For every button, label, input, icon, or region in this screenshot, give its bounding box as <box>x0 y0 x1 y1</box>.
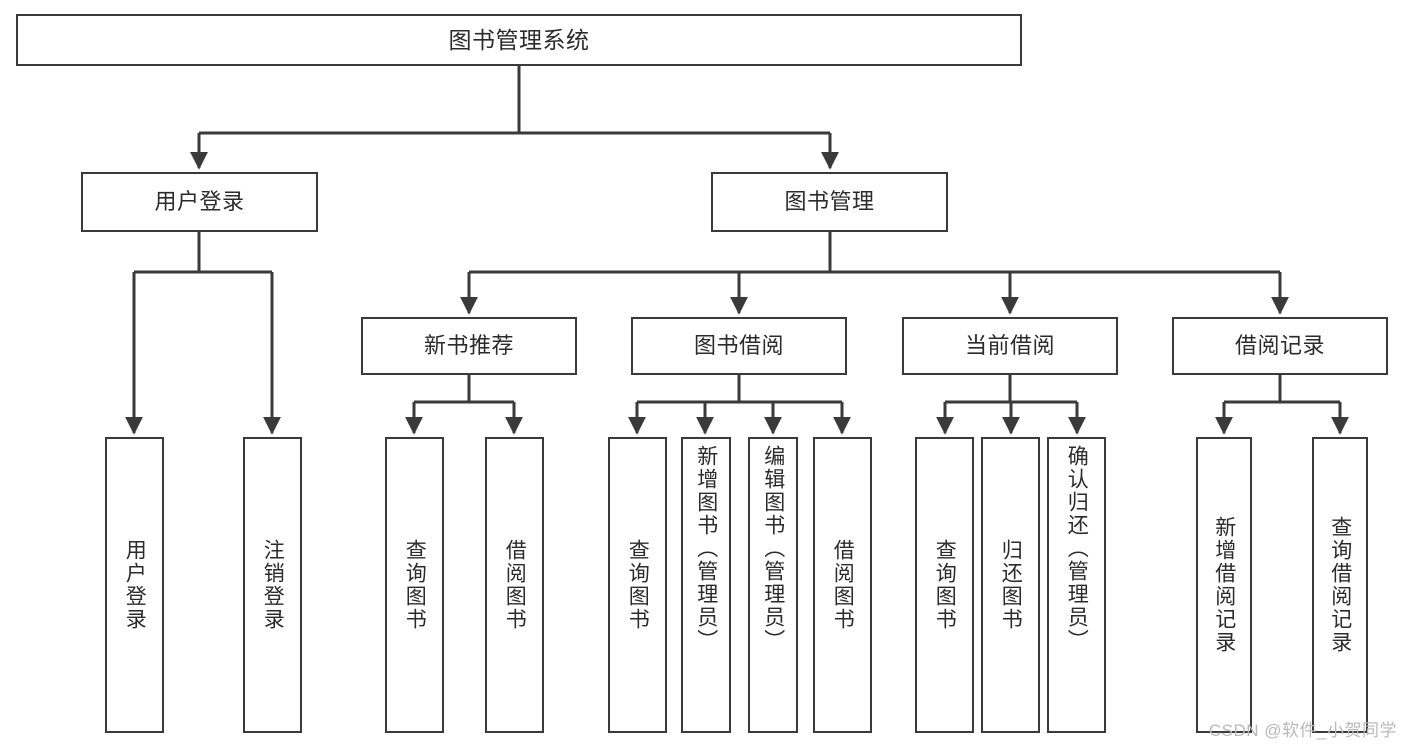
node-label: 归还图书 <box>999 539 1023 631</box>
node-label: 借阅图书 <box>503 539 527 631</box>
leaf-confirm-return[interactable]: 确认归还（管理员） <box>1047 437 1106 733</box>
leaf-return-book[interactable]: 归还图书 <box>981 437 1040 733</box>
node-user-login[interactable]: 用户登录 <box>81 172 318 232</box>
node-current-borrow[interactable]: 当前借阅 <box>902 317 1118 375</box>
node-label: 新书推荐 <box>423 333 514 359</box>
node-label: 图书管理系统 <box>448 26 590 53</box>
leaf-query-book-borrow[interactable]: 查询图书 <box>608 437 667 733</box>
node-label: 查询借阅记录 <box>1328 516 1352 654</box>
node-label: 查询图书 <box>403 539 427 631</box>
node-label: 借阅记录 <box>1234 333 1325 359</box>
node-root-book-management-system[interactable]: 图书管理系统 <box>16 14 1022 66</box>
node-book-borrow[interactable]: 图书借阅 <box>631 317 847 375</box>
node-label: 图书管理 <box>784 189 875 215</box>
node-label: 当前借阅 <box>964 333 1055 359</box>
node-label: 用户登录 <box>123 539 147 631</box>
node-label: 查询图书 <box>626 539 650 631</box>
node-book-management[interactable]: 图书管理 <box>711 172 948 232</box>
leaf-query-book-current[interactable]: 查询图书 <box>915 437 974 733</box>
node-label: 用户登录 <box>154 189 245 215</box>
leaf-borrow-book-recommend[interactable]: 借阅图书 <box>485 437 544 733</box>
leaf-edit-book[interactable]: 编辑图书（管理员） <box>748 437 798 733</box>
leaf-add-borrow-record[interactable]: 新增借阅记录 <box>1196 437 1252 733</box>
watermark: CSDN @软件_小贺同学 <box>1208 721 1397 740</box>
node-label: 图书借阅 <box>693 333 784 359</box>
leaf-query-borrow-record[interactable]: 查询借阅记录 <box>1312 437 1368 733</box>
node-label: 新增图书（管理员） <box>694 445 718 652</box>
leaf-user-login[interactable]: 用户登录 <box>105 437 164 733</box>
node-label: 新增借阅记录 <box>1212 516 1236 654</box>
leaf-query-book-recommend[interactable]: 查询图书 <box>385 437 444 733</box>
node-borrow-record[interactable]: 借阅记录 <box>1172 317 1388 375</box>
node-label: 编辑图书（管理员） <box>761 445 785 652</box>
node-label: 查询图书 <box>933 539 957 631</box>
node-label: 确认归还（管理员） <box>1065 445 1089 652</box>
node-new-book-recommend[interactable]: 新书推荐 <box>361 317 577 375</box>
leaf-logout-login[interactable]: 注销登录 <box>243 437 302 733</box>
leaf-borrow-book[interactable]: 借阅图书 <box>813 437 872 733</box>
node-label: 借阅图书 <box>831 539 855 631</box>
node-label: 注销登录 <box>261 539 285 631</box>
leaf-add-book[interactable]: 新增图书（管理员） <box>681 437 731 733</box>
